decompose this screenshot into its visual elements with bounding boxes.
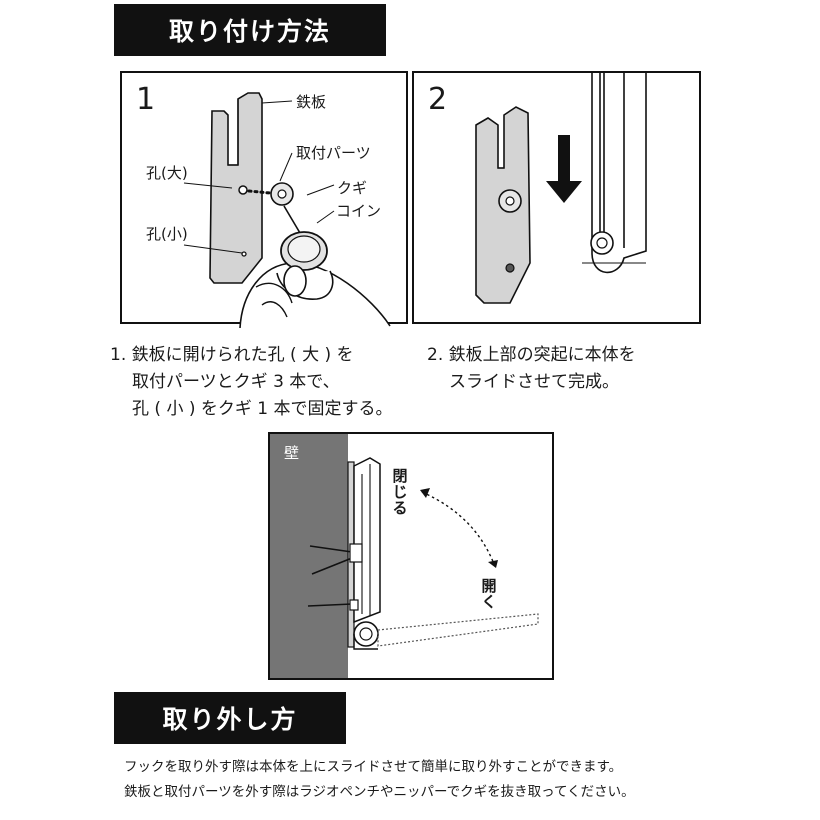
label-hole-large: 孔(大) (146, 164, 188, 182)
open-label: 開 く (480, 578, 498, 610)
label-mount-part: 取付パーツ (296, 144, 371, 162)
step3-illustration (307, 457, 539, 650)
step2-panel: 2 (412, 71, 701, 324)
label-steel-plate: 鉄板 (296, 93, 327, 111)
step2-caption-line1: 2. 鉄板上部の突起に本体を (427, 345, 636, 365)
step1-caption-line3: 孔 ( 小 ) をクギ 1 本で固定する。 (132, 399, 393, 419)
removal-note-2: 鉄板と取付パーツを外す際はラジオペンチやニッパーでクギを抜き取ってください。 (124, 784, 635, 800)
close-label-char-1: 閉 (392, 467, 408, 485)
step2-caption: 2. 鉄板上部の突起に本体を スライドさせて完成。 (427, 342, 636, 396)
close-label-char-3: る (392, 499, 408, 517)
step1-caption: 1. 鉄板に開けられた孔 ( 大 ) を 取付パーツとクギ 3 本で、 孔 ( … (110, 342, 393, 423)
slide-down-arrow-icon (558, 135, 570, 183)
label-nail: クギ (337, 179, 368, 197)
open-label-char-1: 開 (481, 577, 497, 595)
step1-panel: 1 鉄板 取付パーツ クギ コイン 孔(大) 孔(小) (120, 71, 408, 329)
removal-section-title: 取り外し方 (114, 692, 346, 744)
wall-area (270, 434, 348, 678)
step2-illustration (475, 73, 647, 304)
install-section-title: 取り付け方法 (114, 4, 386, 56)
open-label-char-2: く (481, 593, 497, 611)
step2-number: 2 (428, 82, 448, 117)
install-section-title-text: 取り付け方法 (168, 17, 331, 46)
step1-caption-line1: 1. 鉄板に開けられた孔 ( 大 ) を (110, 345, 354, 365)
step1-number: 1 (136, 82, 156, 117)
close-label-char-2: じ (392, 483, 408, 501)
close-label: 閉 じ る (391, 468, 409, 516)
wall-label: 壁 (284, 444, 300, 462)
step3-panel: 壁 閉 じ る 開 く (268, 432, 554, 680)
steel-plate-shape (209, 92, 263, 284)
removal-section-title-text: 取り外し方 (162, 705, 298, 734)
label-hole-small: 孔(小) (146, 225, 188, 243)
removal-note-1: フックを取り外す際は本体を上にスライドさせて簡単に取り外すことができます。 (124, 759, 623, 775)
step1-illustration (183, 92, 391, 329)
label-coin: コイン (336, 202, 382, 220)
step2-caption-line2: スライドさせて完成。 (449, 372, 619, 392)
step1-caption-line2: 取付パーツとクギ 3 本で、 (132, 372, 340, 392)
